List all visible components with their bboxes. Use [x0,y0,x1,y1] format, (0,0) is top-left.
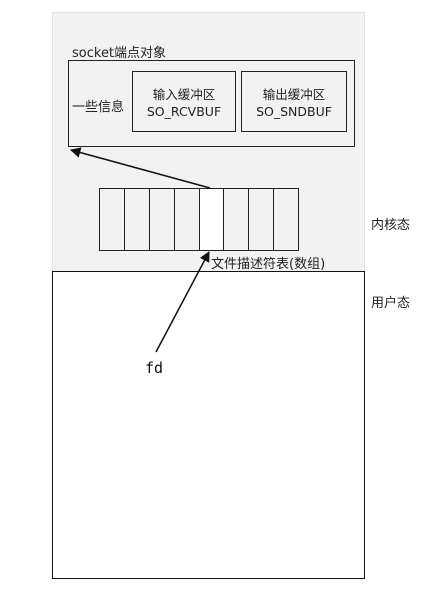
user-space-label: 用户态 [371,296,411,311]
receive-buffer-box: 输入缓冲区 SO_RCVBUF [132,71,236,132]
fd-table-label: 文件描述符表(数组) [211,257,326,272]
fd-variable-label: fd [145,359,164,377]
fd-table-slot [150,189,175,250]
fd-table-slot [175,189,200,250]
fd-table-slot [274,189,298,250]
fd-table-slot [224,189,250,250]
socket-object-title: socket端点对象 [72,46,167,61]
fd-table [99,188,299,251]
fd-table-slot [125,189,150,250]
kernel-space-label: 内核态 [371,218,411,233]
send-buffer-name: 输出缓冲区 [262,87,326,102]
receive-buffer-name: 输入缓冲区 [152,87,216,102]
fd-table-slot [100,189,125,250]
receive-buffer-id: SO_RCVBUF [146,104,222,119]
user-space-region [52,271,365,579]
info-label: 一些信息 [72,100,125,115]
fd-table-slot [249,189,275,250]
fd-table-slot [199,189,225,250]
send-buffer-id: SO_SNDBUF [256,104,332,119]
send-buffer-box: 输出缓冲区 SO_SNDBUF [241,71,347,132]
